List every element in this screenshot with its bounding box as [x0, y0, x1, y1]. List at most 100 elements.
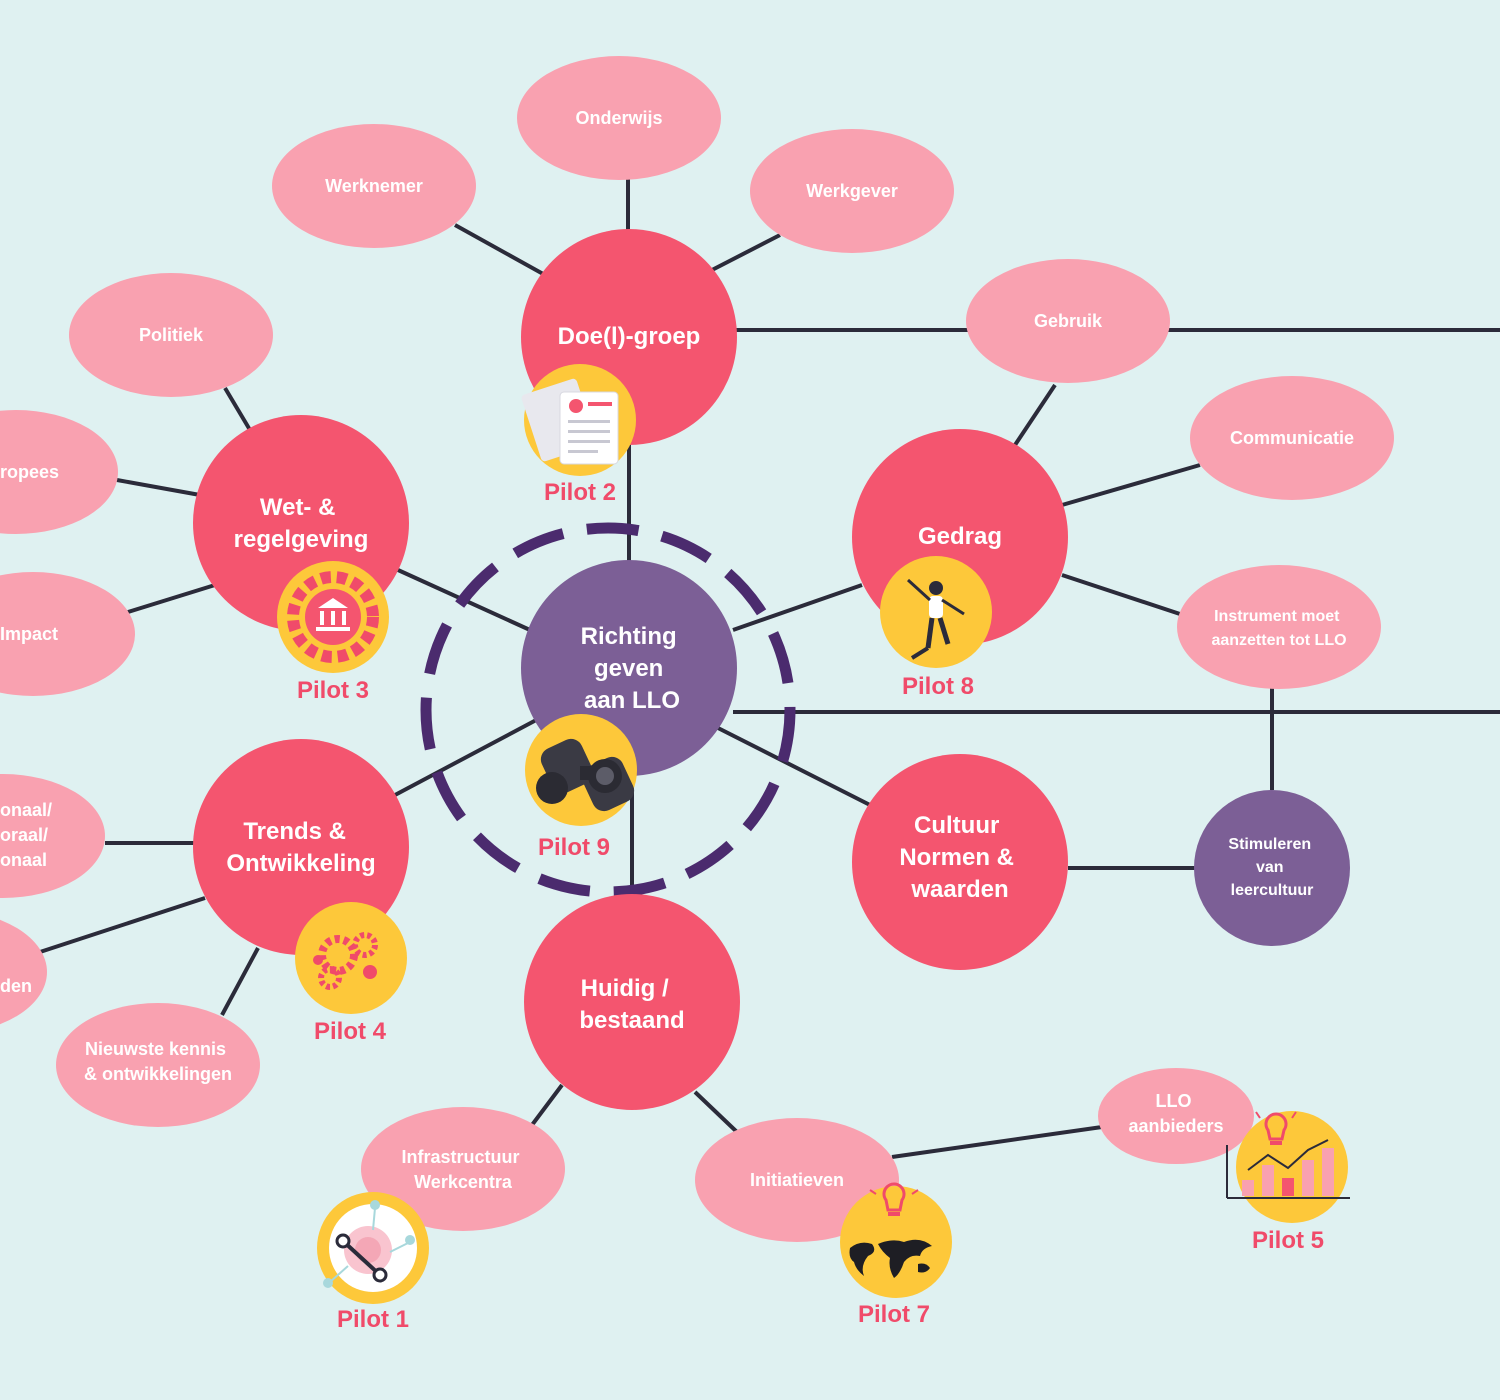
node-initiatieven-label: Initiatieven [750, 1170, 844, 1190]
node-infrastructuur[interactable]: Infrastructuur Werkcentra [361, 1107, 565, 1231]
node-onderwijs-label: Onderwijs [575, 108, 662, 128]
node-doelgroep-label: Doe(l)-groep [558, 323, 701, 350]
node-wet-label-2: regelgeving [234, 526, 369, 553]
svg-text:Doe(l)-groep: Doe(l)-groep [558, 323, 701, 350]
node-den[interactable]: den [0, 910, 47, 1034]
node-cultuur-label-1: Cultuur [914, 812, 999, 839]
svg-text:Nieuwste kennis & ontw: Nieuwste kennis & ontwikkelingen [84, 1039, 232, 1084]
svg-text:Infrastructuur Werkcen: Infrastructuur Werkcentra [401, 1147, 524, 1192]
node-werkgever-label: Werkgever [806, 181, 898, 201]
binoculars-icon [536, 738, 635, 812]
node-communicatie-label: Communicatie [1230, 428, 1354, 448]
pilot-2-label: Pilot 2 [544, 479, 616, 506]
node-infrastructuur-label-2: Werkcentra [414, 1172, 513, 1192]
node-gedrag-label: Gedrag [918, 523, 1002, 550]
svg-text:Wet- & regelgeving: Wet- & regelgeving [234, 494, 369, 553]
svg-text:den: den [0, 976, 32, 996]
node-stimuleren-label-3: leercultuur [1231, 882, 1314, 899]
node-aanbieders-label-2: aanbieders [1128, 1116, 1223, 1136]
node-trends[interactable]: Trends & Ontwikkeling [193, 739, 409, 955]
node-europees-label: ropees [0, 462, 59, 482]
node-huidig-label-2: bestaand [579, 1007, 684, 1034]
node-onderwijs[interactable]: Onderwijs [517, 56, 721, 180]
node-wet-label-1: Wet- & [260, 494, 336, 521]
svg-text:Cultuur Normen &: Cultuur Normen & waarden [899, 812, 1020, 903]
node-impact[interactable]: Impact [0, 572, 135, 696]
svg-text:onaal/ oraal/: onaal/ oraal/ onaal [0, 800, 57, 870]
node-instrument-label-1: Instrument moet [1214, 608, 1340, 625]
sub-nodes: Onderwijs Werknemer Werkgever Politiek r… [0, 56, 1394, 1242]
pilot-5[interactable]: Pilot 5 [1226, 1111, 1350, 1254]
pilot-7-label: Pilot 7 [858, 1301, 930, 1328]
node-gebruik-label: Gebruik [1034, 311, 1103, 331]
node-werknemer-label: Werknemer [325, 176, 423, 196]
node-nieuwste-label-2: & ontwikkelingen [84, 1064, 232, 1084]
svg-text:Werknemer: Werknemer [325, 176, 423, 196]
center-label-3: aan LLO [584, 687, 680, 714]
node-gebruik[interactable]: Gebruik [966, 259, 1170, 383]
pilot-9[interactable]: Pilot 9 [525, 714, 638, 861]
node-werknemer[interactable]: Werknemer [272, 124, 476, 248]
svg-text:ropees: ropees [0, 462, 59, 482]
node-instrument[interactable]: Instrument moet aanzetten tot LLO [1177, 565, 1381, 689]
node-nationaal-label-1: onaal/ [0, 800, 52, 820]
svg-text:Richting geven aan: Richting geven aan LLO [581, 623, 684, 714]
node-nieuwste-label-1: Nieuwste kennis [85, 1039, 226, 1059]
center-ring [420, 522, 796, 898]
pilot-4-label: Pilot 4 [314, 1018, 387, 1045]
svg-text:LLO aanbieders: LLO aanbieders [1128, 1091, 1223, 1136]
svg-text:Gebruik: Gebruik [1034, 311, 1103, 331]
connector-lines [39, 160, 1500, 1159]
node-aanbieders[interactable]: LLO aanbieders [1098, 1068, 1254, 1164]
node-cultuur-label-3: waarden [910, 876, 1008, 903]
node-cultuur-label-2: Normen & [899, 844, 1014, 871]
pilot-badges: Pilot 2 Pilot 3 [277, 364, 1350, 1333]
node-nationaal[interactable]: onaal/ oraal/ onaal [0, 774, 105, 898]
documents-icon [521, 378, 619, 465]
pilot-7[interactable]: Pilot 7 [840, 1182, 952, 1328]
node-werkgever[interactable]: Werkgever [750, 129, 954, 253]
government-gear-icon [287, 571, 379, 663]
svg-text:Impact: Impact [0, 624, 58, 644]
pilot-5-label: Pilot 5 [1252, 1227, 1324, 1254]
node-nieuwste[interactable]: Nieuwste kennis & ontwikkelingen [56, 1003, 260, 1127]
world-idea-icon [849, 1182, 932, 1278]
node-europees[interactable]: ropees [0, 410, 118, 534]
svg-text:Onderwijs: Onderwijs [575, 108, 662, 128]
svg-text:Instrument moet aanzet: Instrument moet aanzetten tot LLO [1211, 608, 1346, 649]
pilot-3[interactable]: Pilot 3 [277, 561, 389, 704]
node-initiatieven[interactable]: Initiatieven [695, 1118, 899, 1242]
svg-text:Politiek: Politiek [139, 325, 204, 345]
node-politiek[interactable]: Politiek [69, 273, 273, 397]
jumping-person-icon [906, 578, 965, 660]
pilot-3-label: Pilot 3 [297, 677, 369, 704]
node-stimuleren-label-1: Stimuleren [1228, 836, 1311, 853]
node-den-label: den [0, 976, 32, 996]
node-huidig[interactable]: Huidig / bestaand [524, 894, 740, 1110]
node-politiek-label: Politiek [139, 325, 204, 345]
node-nationaal-label-3: onaal [0, 850, 47, 870]
node-trends-label-1: Trends & [243, 818, 346, 845]
node-cultuur[interactable]: Cultuur Normen & waarden [852, 754, 1068, 970]
node-trends-label-2: Ontwikkeling [226, 850, 375, 877]
network-icon [323, 1200, 415, 1288]
node-stimuleren[interactable]: Stimuleren van leercultuur [1194, 790, 1350, 946]
pilot-8-label: Pilot 8 [902, 673, 974, 700]
pilot-4[interactable]: Pilot 4 [295, 902, 407, 1045]
center-label-2: geven [594, 655, 663, 682]
node-aanbieders-label-1: LLO [1155, 1091, 1191, 1111]
svg-text:Gedrag: Gedrag [918, 523, 1002, 550]
node-impact-label: Impact [0, 624, 58, 644]
node-instrument-label-2: aanzetten tot LLO [1211, 632, 1346, 649]
center-label-1: Richting [581, 623, 677, 650]
pilot-9-label: Pilot 9 [538, 834, 610, 861]
pilot-2[interactable]: Pilot 2 [521, 364, 636, 506]
svg-text:Werkgever: Werkgever [806, 181, 898, 201]
gears-icon [313, 932, 378, 990]
node-nationaal-label-2: oraal/ [0, 825, 48, 845]
pilot-8[interactable]: Pilot 8 [880, 556, 992, 700]
svg-text:Huidig / bestaand: Huidig / bestaand [579, 975, 684, 1034]
pilot-1[interactable]: Pilot 1 [317, 1192, 429, 1333]
node-communicatie[interactable]: Communicatie [1190, 376, 1394, 500]
